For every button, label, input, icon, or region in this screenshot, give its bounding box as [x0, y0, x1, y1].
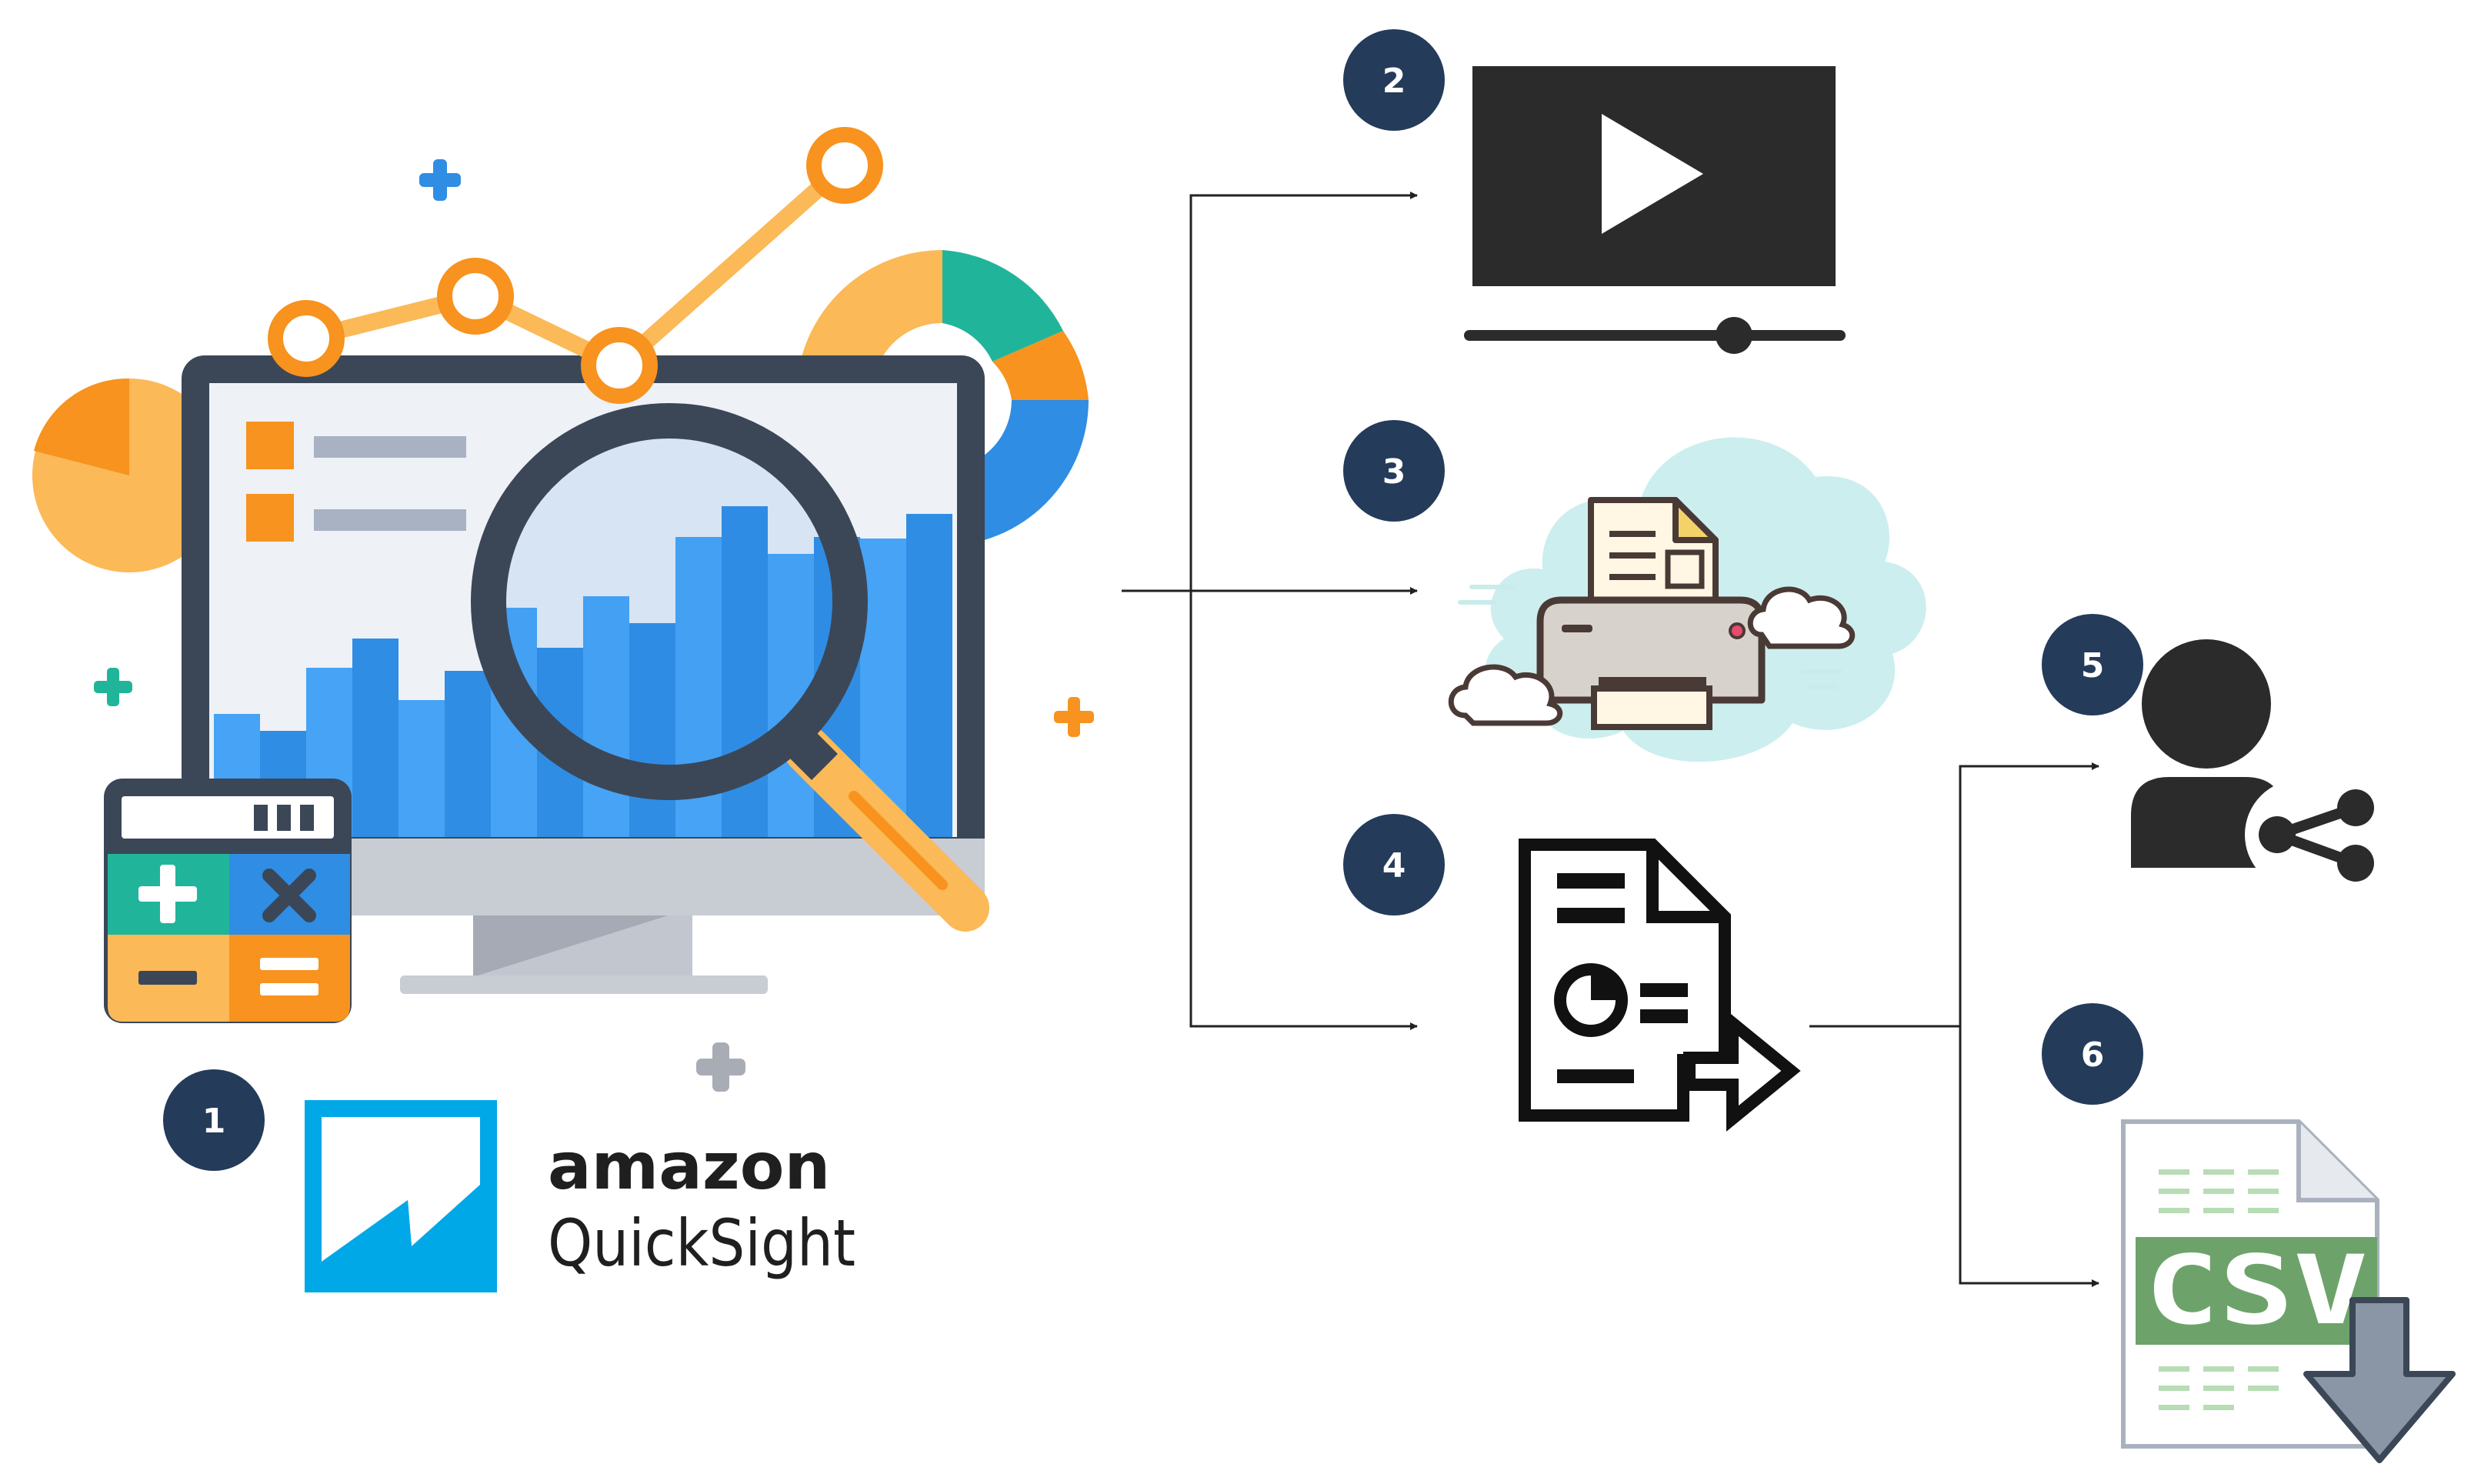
report-export-icon: [1519, 839, 1801, 1132]
step-number: 5: [2081, 646, 2105, 685]
quicksight-logo-icon: [305, 1100, 497, 1292]
step-badge-1: 1: [163, 1069, 265, 1171]
step-number: 6: [2081, 1035, 2105, 1075]
connector-lines: [1122, 192, 2099, 1287]
brand-amazon-text: amazon: [548, 1129, 830, 1204]
analytics-dashboard-icon: [32, 127, 1094, 1092]
plus-icon-blue: [419, 159, 461, 201]
csv-download-icon: CSV: [2121, 1119, 2456, 1463]
step-number: 4: [1382, 846, 1406, 885]
step-number: 3: [1382, 452, 1406, 492]
step-badge-4: 4: [1343, 814, 1445, 915]
plus-icon-gray: [696, 1042, 745, 1092]
video-player-icon: [1464, 66, 1846, 354]
magnifying-glass-icon: [471, 403, 989, 932]
plus-icon-orange: [1054, 697, 1094, 737]
step-badge-6: 6: [2042, 1003, 2143, 1105]
pie-chart-icon: [32, 378, 226, 572]
step-number: 1: [202, 1102, 226, 1141]
monitor-base: [400, 975, 768, 994]
step-number: 2: [1382, 62, 1406, 101]
csv-label: CSV: [2145, 1236, 2368, 1346]
bar-chart-icon: [214, 506, 952, 837]
plus-icon-green: [94, 668, 132, 706]
brand-quicksight-text: QuickSight: [548, 1206, 855, 1281]
trend-line-icon: [268, 127, 883, 404]
cloud-printer-icon: [1448, 437, 1926, 762]
step-badge-3: 3: [1343, 420, 1445, 522]
step-badge-5: 5: [2042, 614, 2143, 715]
user-share-icon: [2131, 639, 2374, 890]
calculator-icon: [104, 779, 352, 1023]
step-badge-2: 2: [1343, 29, 1445, 131]
